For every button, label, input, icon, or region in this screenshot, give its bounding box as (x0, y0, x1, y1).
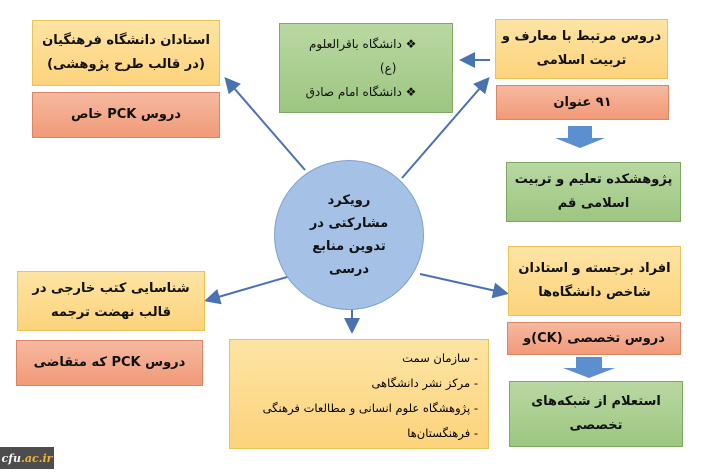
list-item: - فرهنگستان‌ها (407, 426, 478, 440)
box-text: دروس PCK خاص (70, 107, 182, 122)
circle-line: مشارکتی در (309, 216, 389, 231)
list-item: - مرکز نشر دانشگاهی (371, 376, 478, 390)
box-line: (در قالب طرح پژوهشی) (47, 57, 205, 72)
pck-applicant-box: دروس PCK که متقاضی (16, 340, 203, 386)
box-line: قالب نهضت ترجمه (50, 305, 172, 320)
titles-count-box: ۹۱ عنوان (496, 85, 669, 120)
foreign-books-box: شناسایی کتب خارجی در قالب نهضت ترجمه (17, 271, 205, 331)
list-item: - سازمان سمت (402, 351, 478, 365)
watermark-part: cfu (1, 451, 21, 465)
list-item: (ع) (379, 61, 397, 75)
circle-line: درسی (328, 262, 370, 277)
box-line: افراد برجسته و استادان (518, 261, 671, 276)
box-line: پژوهشکده تعلیم و تربیت (514, 172, 673, 187)
qom-institute-box: پژوهشکده تعلیم و تربیت اسلامی قم (506, 162, 681, 222)
pck-specific-box: دروس PCK خاص (32, 92, 220, 138)
publishers-list-box: - سازمان سمت - مرکز نشر دانشگاهی - پژوهش… (229, 339, 489, 449)
prominent-faculty-box: افراد برجسته و استادان شاخص دانشگاه‌ها (508, 246, 681, 316)
watermark-logo: cfu.ac.ir (0, 447, 54, 469)
specialist-networks-box: استعلام از شبکه‌های تخصصی (509, 381, 683, 447)
box-line: دروس مرتبط با معارف و (501, 29, 662, 44)
box-line: شناسایی کتب خارجی در (32, 281, 190, 296)
bullet-diamond-icon: ❖ (405, 85, 417, 99)
box-text: دروس PCK که متقاضی (33, 355, 186, 370)
box-line: استعلام از شبکه‌های (531, 394, 661, 409)
circle-line: رویکرد (327, 193, 371, 208)
box-line: تخصصی (569, 418, 623, 433)
ck-courses-box: دروس تخصصی (CK)و (507, 322, 681, 355)
box-line: شاخص دانشگاه‌ها (538, 285, 651, 300)
box-text: دروس تخصصی (CK)و (523, 330, 665, 346)
box-text: ۹۱ عنوان (553, 94, 612, 110)
list-item: دانشگاه امام صادق (305, 85, 402, 99)
box-line: استادان دانشگاه فرهنگیان (42, 33, 210, 48)
list-item: - پژوهشگاه علوم انسانی و مطالعات فرهنگی (262, 401, 478, 415)
box-line: تربیت اسلامی (536, 53, 627, 68)
circle-line: تدوین منابع (312, 239, 386, 254)
watermark-part: .ac.ir (20, 451, 53, 465)
islamic-courses-box: دروس مرتبط با معارف و تربیت اسلامی (495, 19, 668, 79)
box-line: اسلامی قم (557, 196, 630, 211)
central-approach-circle: رویکرد مشارکتی در تدوین منابع درسی (274, 160, 424, 310)
universities-box: ❖ دانشگاه باقرالعلوم (ع) ❖ دانشگاه امام … (279, 23, 453, 113)
bullet-diamond-icon: ❖ (405, 37, 417, 51)
list-item: دانشگاه باقرالعلوم (309, 37, 402, 51)
faculty-farhangian-box: استادان دانشگاه فرهنگیان (در قالب طرح پژو… (32, 20, 220, 86)
